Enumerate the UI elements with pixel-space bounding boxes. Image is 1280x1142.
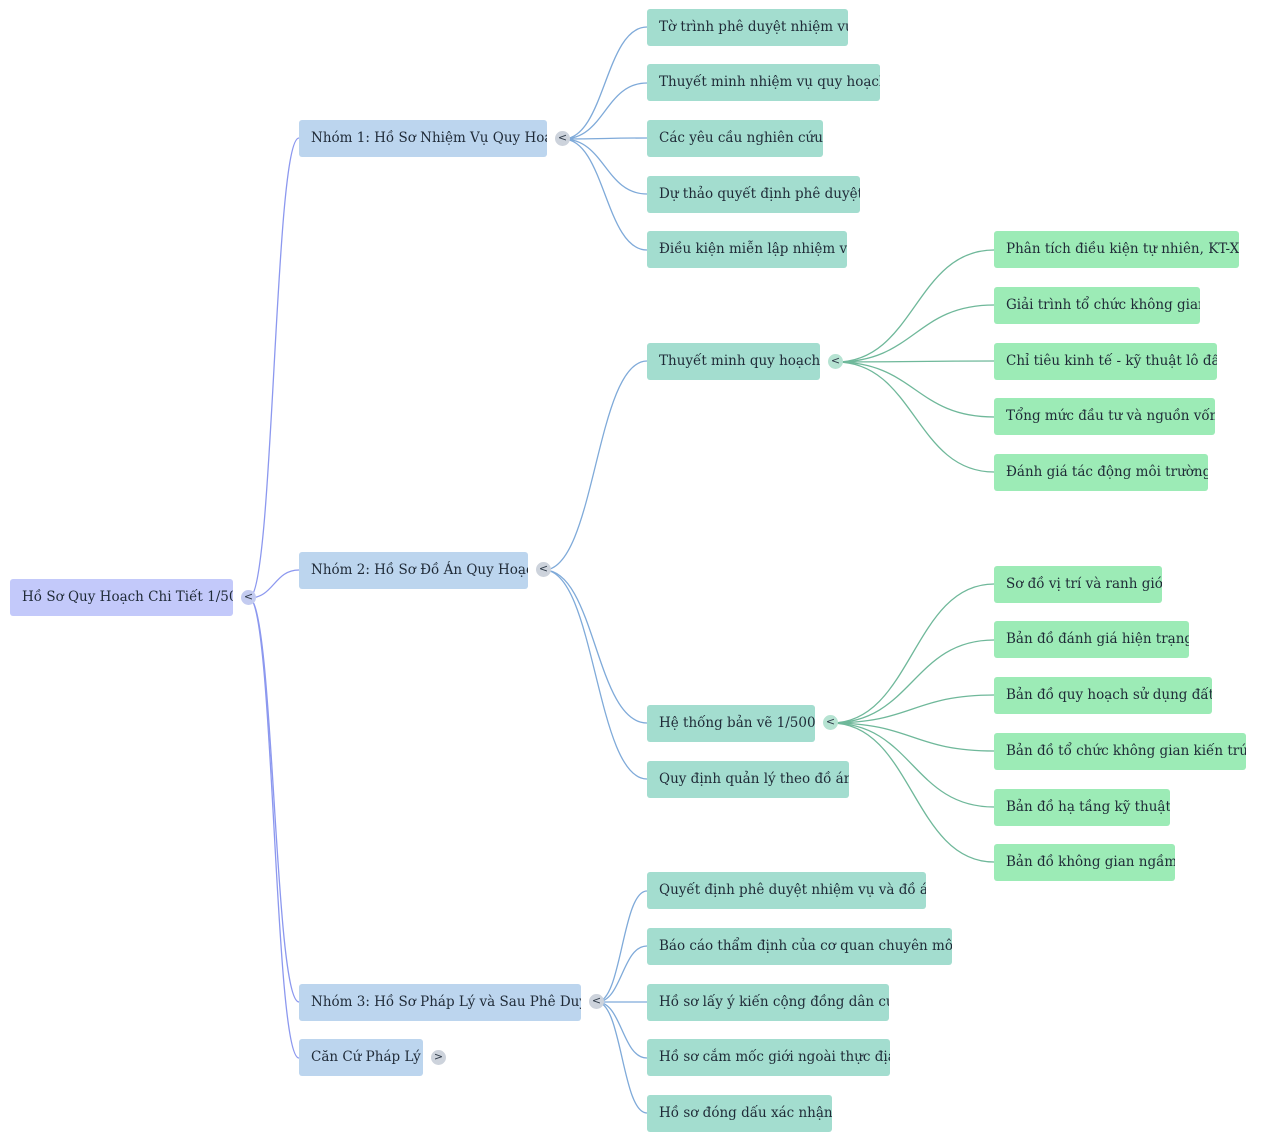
connector-line <box>248 597 300 1059</box>
connector-line <box>543 569 648 724</box>
connector-line <box>596 945 648 1003</box>
item-node-thuyet-minh[interactable]: Thuyết minh quy hoạch <box>647 343 820 380</box>
ban-ve-collapse-toggle[interactable]: < <box>823 715 838 730</box>
connector-line <box>830 722 995 863</box>
item-node[interactable]: Các yêu cầu nghiên cứu <box>647 120 823 157</box>
item-node-he-thong-ban-ve[interactable]: Hệ thống bản vẽ 1/500 <box>647 705 815 742</box>
item-node[interactable]: Hồ sơ cắm mốc giới ngoài thực địa <box>647 1039 890 1076</box>
connector-line <box>835 249 995 363</box>
connector-line <box>562 137 648 140</box>
connector-line <box>830 639 995 724</box>
connector-line <box>596 890 648 1003</box>
item-node[interactable]: Báo cáo thẩm định của cơ quan chuyên môn <box>647 928 952 965</box>
leaf-node[interactable]: Giải trình tổ chức không gian <box>994 287 1200 324</box>
connector-line <box>830 722 995 752</box>
thuyet-minh-collapse-toggle[interactable]: < <box>828 354 843 369</box>
can-cu-expand-toggle[interactable]: > <box>431 1050 446 1065</box>
connector-line <box>562 138 648 251</box>
leaf-node[interactable]: Bản đồ quy hoạch sử dụng đất <box>994 677 1212 714</box>
connector-line <box>562 82 648 140</box>
connector-line <box>596 1001 648 1059</box>
connector-line <box>835 360 995 363</box>
connector-line <box>248 597 300 1003</box>
leaf-node[interactable]: Bản đồ không gian ngầm <box>994 844 1175 881</box>
leaf-node[interactable]: Bản đồ đánh giá hiện trạng <box>994 621 1189 658</box>
group-3-collapse-toggle[interactable]: < <box>589 994 604 1009</box>
connector-line <box>835 304 995 363</box>
leaf-node[interactable]: Chỉ tiêu kinh tế - kỹ thuật lô đất <box>994 343 1217 380</box>
item-node[interactable]: Dự thảo quyết định phê duyệt <box>647 176 860 213</box>
connector-line <box>248 137 300 599</box>
group-node-nhom-2[interactable]: Nhóm 2: Hồ Sơ Đồ Án Quy Hoạch <box>299 552 528 589</box>
connector-line <box>562 26 648 140</box>
item-node[interactable]: Điều kiện miễn lập nhiệm vụ <box>647 231 847 268</box>
leaf-node[interactable]: Tổng mức đầu tư và nguồn vốn <box>994 398 1215 435</box>
item-node[interactable]: Hồ sơ lấy ý kiến cộng đồng dân cư <box>647 984 889 1021</box>
leaf-node[interactable]: Bản đồ hạ tầng kỹ thuật <box>994 789 1170 826</box>
root-node[interactable]: Hồ Sơ Quy Hoạch Chi Tiết 1/500 <box>10 579 233 616</box>
connector-line <box>562 138 648 195</box>
group-node-nhom-1[interactable]: Nhóm 1: Hồ Sơ Nhiệm Vụ Quy Hoạch <box>299 120 547 157</box>
leaf-node[interactable]: Sơ đồ vị trí và ranh giới <box>994 566 1162 603</box>
root-collapse-toggle[interactable]: < <box>241 590 256 605</box>
group-node-can-cu-phap-ly[interactable]: Căn Cứ Pháp Lý <box>299 1039 423 1076</box>
connector-line <box>543 360 648 571</box>
item-node[interactable]: Tờ trình phê duyệt nhiệm vụ <box>647 9 848 46</box>
item-node[interactable]: Hồ sơ đóng dấu xác nhận <box>647 1095 832 1132</box>
item-node[interactable]: Quy định quản lý theo đồ án <box>647 761 849 798</box>
connector-line <box>835 361 995 473</box>
item-node[interactable]: Thuyết minh nhiệm vụ quy hoạch <box>647 64 880 101</box>
group-node-nhom-3[interactable]: Nhóm 3: Hồ Sơ Pháp Lý và Sau Phê Duyệt <box>299 984 581 1021</box>
connector-line <box>830 694 995 724</box>
connector-line <box>830 722 995 808</box>
item-node[interactable]: Quyết định phê duyệt nhiệm vụ và đồ án <box>647 872 926 909</box>
leaf-node[interactable]: Bản đồ tổ chức không gian kiến trúc <box>994 733 1246 770</box>
leaf-node[interactable]: Đánh giá tác động môi trường <box>994 454 1208 491</box>
connector-line <box>543 569 648 780</box>
connector-line <box>830 583 995 724</box>
connector-line <box>835 361 995 418</box>
leaf-node[interactable]: Phân tích điều kiện tự nhiên, KT-XH <box>994 231 1239 268</box>
group-2-collapse-toggle[interactable]: < <box>536 562 551 577</box>
group-1-collapse-toggle[interactable]: < <box>555 131 570 146</box>
connector-line <box>596 1001 648 1114</box>
